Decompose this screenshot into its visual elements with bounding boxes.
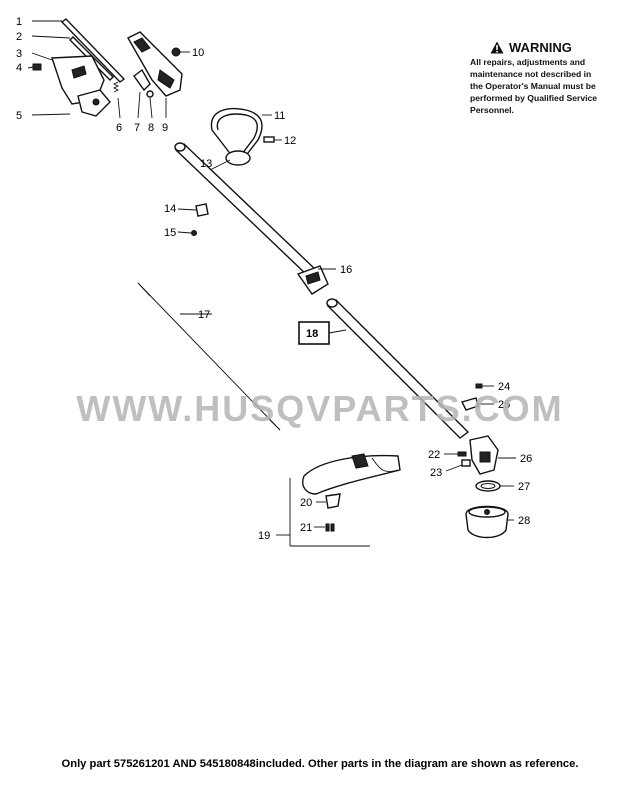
- callout-25: 25: [498, 399, 510, 411]
- part-8-shape: [146, 90, 154, 119]
- callout-16: 16: [340, 264, 352, 276]
- callout-13: 13: [200, 158, 212, 170]
- callout-26: 26: [520, 453, 532, 465]
- part-11-shape: [210, 107, 272, 159]
- callout-15: 15: [164, 227, 176, 239]
- callout-19: 19: [258, 530, 270, 542]
- warning-line-1: All repairs, adjustments and: [470, 57, 586, 67]
- part-9-shape: [127, 31, 183, 118]
- part-17-shape: [137, 282, 281, 431]
- caption: Only part 575261201 AND 545180848include…: [61, 758, 579, 770]
- warning-text: All repairs, adjustments and maintenance…: [470, 56, 630, 116]
- callout-22: 22: [428, 449, 440, 461]
- warning-title-row: WARNING: [490, 40, 630, 55]
- callout-9: 9: [162, 122, 168, 134]
- part-22-shape: [444, 451, 467, 457]
- warning-title: WARNING: [509, 40, 572, 55]
- part-1-shape: [32, 18, 126, 83]
- part-12-shape: [263, 136, 282, 143]
- part-28-shape: [465, 505, 514, 539]
- callout-21: 21: [300, 522, 312, 534]
- part-13-shape: [209, 150, 251, 171]
- part-27-shape: [475, 480, 514, 492]
- part-18-shape: [298, 298, 470, 439]
- warning-line-4: performed by Qualified Service: [470, 93, 598, 103]
- callout-4: 4: [16, 62, 22, 74]
- part-14-shape: [177, 203, 209, 217]
- callout-28: 28: [518, 515, 530, 527]
- callout-18: 18: [306, 328, 318, 340]
- callout-23: 23: [430, 467, 442, 479]
- callout-6: 6: [116, 122, 122, 134]
- part-5-shape: [31, 89, 111, 117]
- callout-12: 12: [284, 135, 296, 147]
- callout-17: 17: [198, 309, 210, 321]
- part-7-shape: [133, 68, 151, 119]
- part-20-shape: [316, 493, 341, 509]
- callout-11: 11: [274, 110, 285, 122]
- callout-27: 27: [518, 481, 530, 493]
- part-24-shape: [475, 383, 494, 389]
- callout-24: 24: [498, 381, 510, 393]
- part-21-shape: [314, 523, 335, 532]
- callout-20: 20: [300, 497, 312, 509]
- warning-line-2: maintenance not described in: [470, 69, 592, 79]
- callout-14: 14: [164, 203, 176, 215]
- callout-10: 10: [192, 47, 204, 59]
- part-23-shape: [445, 459, 471, 472]
- callout-5: 5: [16, 110, 22, 122]
- warning-box: WARNING All repairs, adjustments and mai…: [470, 40, 630, 116]
- callout-7: 7: [134, 122, 140, 134]
- callout-1: 1: [16, 16, 22, 28]
- callout-8: 8: [148, 122, 154, 134]
- watermark: WWW.HUSQVPARTS.COM: [76, 388, 564, 429]
- warning-triangle-icon: [490, 41, 504, 54]
- part-26-shape: [469, 435, 516, 475]
- warning-line-5: Personnel.: [470, 105, 514, 115]
- part-10-shape: [171, 47, 190, 57]
- warning-line-3: the Operator's Manual must be: [470, 81, 596, 91]
- part-4-shape: [27, 63, 42, 71]
- part-15-shape: [177, 230, 197, 236]
- part-19-shape: [276, 453, 401, 547]
- part-16-shape: [296, 265, 336, 295]
- part-25-shape: [460, 397, 494, 411]
- callout-3: 3: [16, 48, 22, 60]
- callout-2: 2: [16, 31, 22, 43]
- part-6-shape: [112, 81, 121, 119]
